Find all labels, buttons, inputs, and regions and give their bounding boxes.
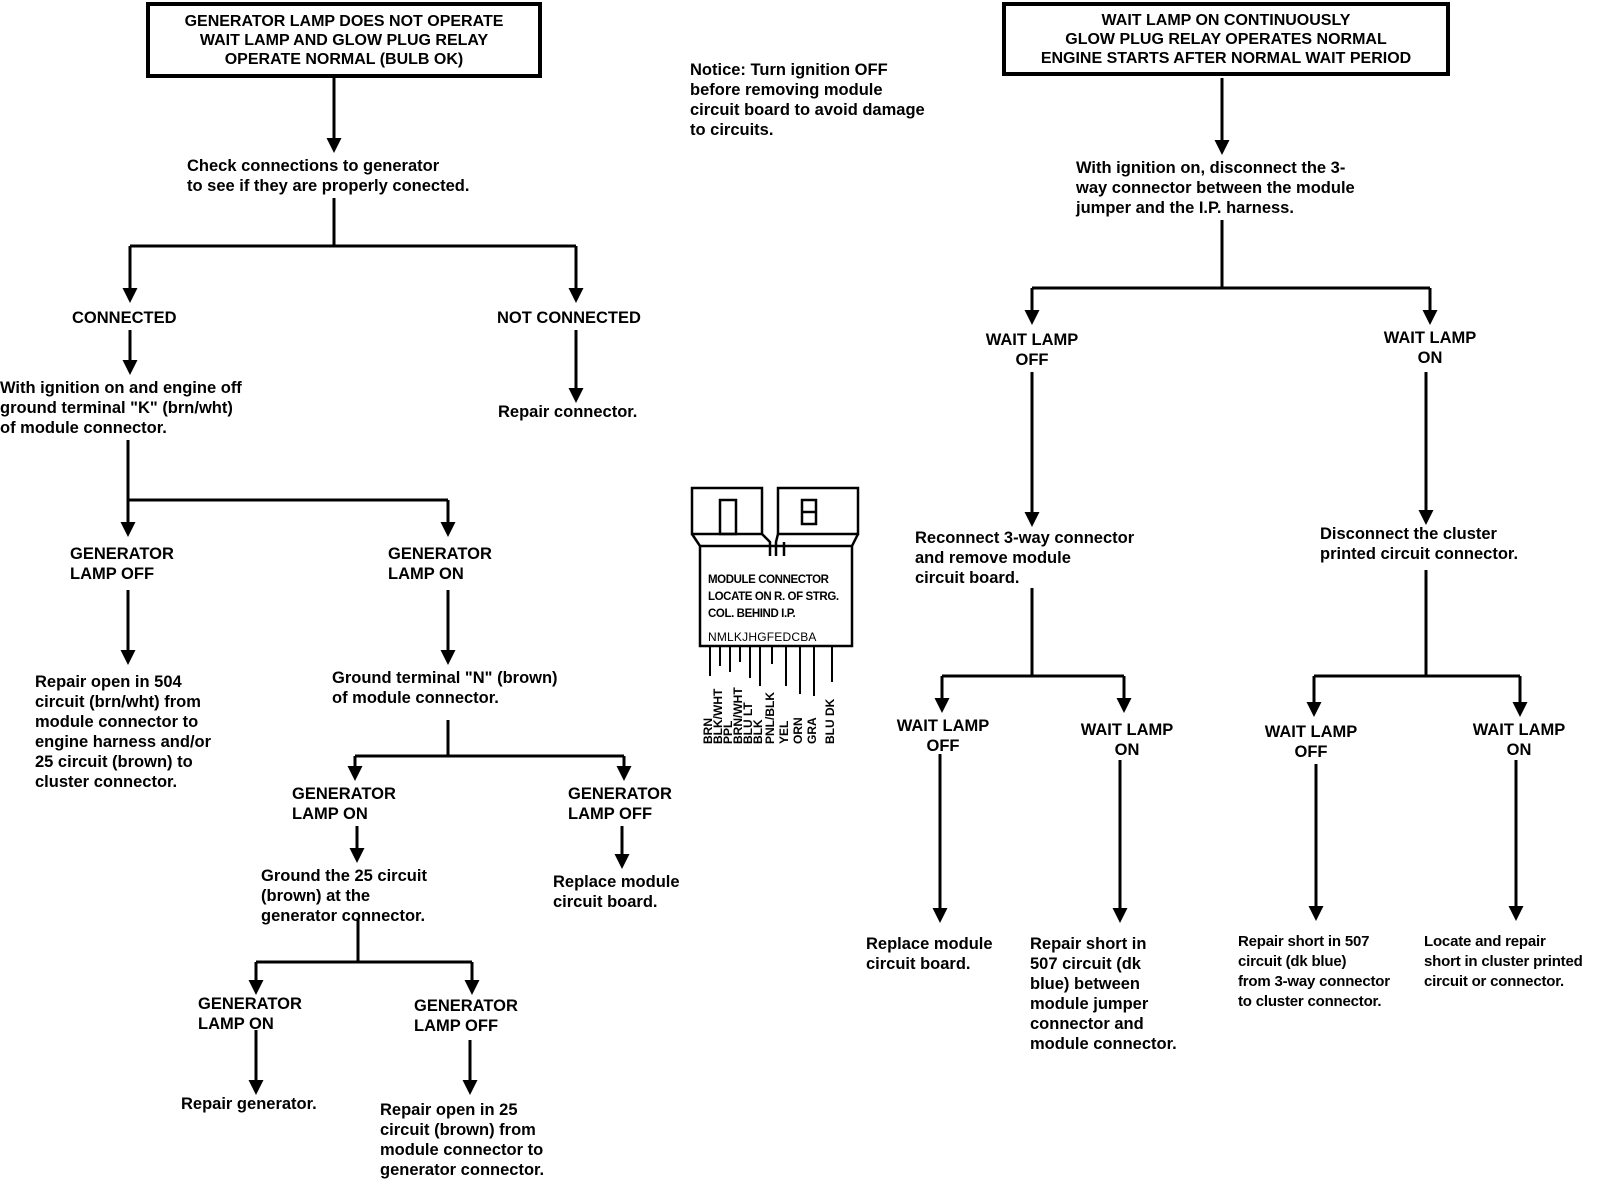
left-title-text: GENERATOR LAMP DOES NOT OPERATE WAIT LAM… — [184, 12, 504, 68]
module-connector-caption: MODULE CONNECTOR LOCATE ON R. OF STRG. C… — [708, 574, 839, 620]
gen-lamp-off-label-3: GENERATOR LAMP OFF — [414, 997, 518, 1035]
wire-color-label: GRA — [805, 717, 819, 744]
repair-generator-action: Repair generator. — [181, 1095, 317, 1113]
module-connector-diagram: MODULE CONNECTOR LOCATE ON R. OF STRG. C… — [690, 486, 860, 751]
wire-color-label: ORN — [791, 717, 805, 744]
repair-open-25-action: Repair open in 25 circuit (brown) from m… — [380, 1101, 545, 1179]
wait-lamp-off-label-3: WAIT LAMP OFF — [1264, 723, 1358, 761]
repair-short-507b-action: Repair short in 507 circuit (dk blue) fr… — [1238, 933, 1390, 1010]
ground-k-step: With ignition on and engine off ground t… — [0, 379, 242, 437]
not-connected-label: NOT CONNECTED — [497, 309, 641, 327]
gen-lamp-off-label-2: GENERATOR LAMP OFF — [568, 785, 672, 823]
wait-lamp-on-label-3: WAIT LAMP ON — [1472, 721, 1566, 759]
gen-lamp-off-label-1: GENERATOR LAMP OFF — [70, 545, 174, 583]
wait-lamp-off-label-2: WAIT LAMP OFF — [896, 717, 990, 755]
gen-lamp-on-label-3: GENERATOR LAMP ON — [198, 995, 302, 1033]
reconnect-step: Reconnect 3-way connector and remove mod… — [915, 529, 1135, 587]
wire-color-label: BLU DK — [823, 698, 837, 744]
wire-color-label: YEL — [777, 720, 791, 744]
module-connector-terminals: NMLKJHGFEDCBA — [708, 630, 817, 644]
replace-module-action-2: Replace module circuit board. — [866, 935, 993, 973]
repair-short-507-action: Repair short in 507 circuit (dk blue) be… — [1030, 935, 1177, 1053]
wait-lamp-on-label-1: WAIT LAMP ON — [1383, 329, 1477, 367]
repair-504-action: Repair open in 504 circuit (brn/wht) fro… — [35, 673, 212, 791]
connected-label: CONNECTED — [72, 309, 177, 327]
ground-25-step: Ground the 25 circuit (brown) at the gen… — [261, 867, 427, 925]
disconnect-cluster-step: Disconnect the cluster printed circuit c… — [1320, 525, 1519, 563]
notice-text: Notice: Turn ignition OFF before removin… — [690, 61, 925, 139]
replace-module-action-1: Replace module circuit board. — [553, 873, 680, 911]
left-title-box: GENERATOR LAMP DOES NOT OPERATE WAIT LAM… — [146, 2, 542, 78]
wire-color-label: PNL/BLK — [763, 692, 777, 744]
module-connector-outline — [690, 486, 860, 696]
right-title-box: WAIT LAMP ON CONTINUOUSLY GLOW PLUG RELA… — [1002, 2, 1450, 76]
gen-lamp-on-label-2: GENERATOR LAMP ON — [292, 785, 396, 823]
disconnect-3way-step: With ignition on, disconnect the 3- way … — [1076, 159, 1355, 217]
locate-repair-action: Locate and repair short in cluster print… — [1424, 933, 1583, 990]
repair-connector-action: Repair connector. — [498, 403, 638, 421]
wait-lamp-off-label-1: WAIT LAMP OFF — [985, 331, 1079, 369]
ground-n-step: Ground terminal "N" (brown) of module co… — [332, 669, 558, 707]
gen-lamp-on-label-1: GENERATOR LAMP ON — [388, 545, 492, 583]
wait-lamp-on-label-2: WAIT LAMP ON — [1080, 721, 1174, 759]
check-connections-step: Check connections to generator to see if… — [187, 157, 470, 195]
right-title-text: WAIT LAMP ON CONTINUOUSLY GLOW PLUG RELA… — [1040, 11, 1412, 67]
